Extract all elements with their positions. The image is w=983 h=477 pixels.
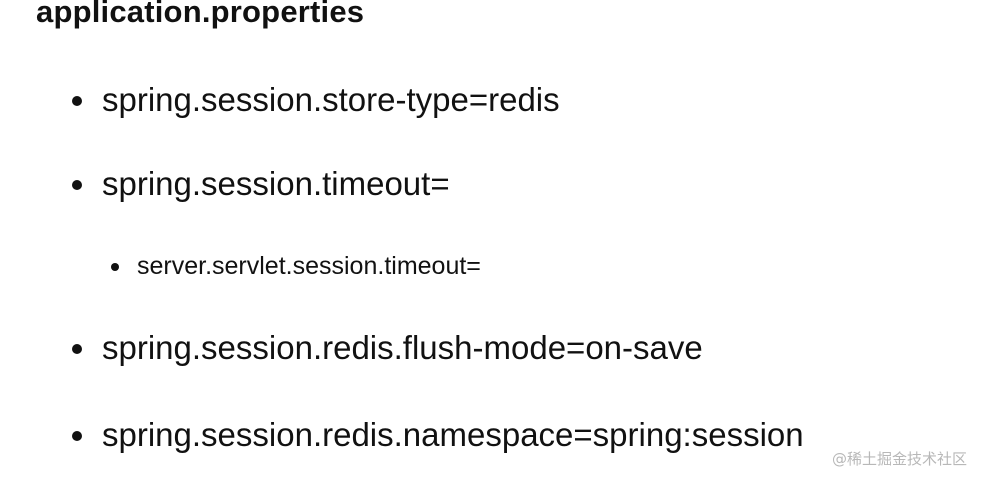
bullet-dot-icon	[72, 180, 82, 190]
bullet-dot-icon	[72, 96, 82, 106]
bullet-text: server.servlet.session.timeout=	[137, 252, 481, 280]
bullet-text: spring.session.timeout=	[102, 165, 450, 202]
bullet-dot-icon	[72, 431, 82, 441]
sub-bullet-dot-icon	[111, 263, 119, 271]
bullet-item-store-type: spring.session.store-type=redis	[72, 80, 560, 120]
bullet-dot-icon	[72, 344, 82, 354]
sub-bullet-item-servlet-timeout: server.servlet.session.timeout=	[111, 251, 481, 281]
bullet-item-flush-mode: spring.session.redis.flush-mode=on-save	[72, 328, 703, 368]
watermark: @稀土掘金技术社区	[831, 450, 967, 468]
bullet-text: spring.session.store-type=redis	[102, 81, 560, 118]
bullet-item-namespace: spring.session.redis.namespace=spring:se…	[72, 415, 804, 455]
bullet-item-timeout: spring.session.timeout=	[72, 164, 450, 204]
slide-title: application.properties	[36, 0, 365, 29]
bullet-text: spring.session.redis.namespace=spring:se…	[102, 416, 804, 453]
bullet-text: spring.session.redis.flush-mode=on-save	[102, 329, 703, 366]
